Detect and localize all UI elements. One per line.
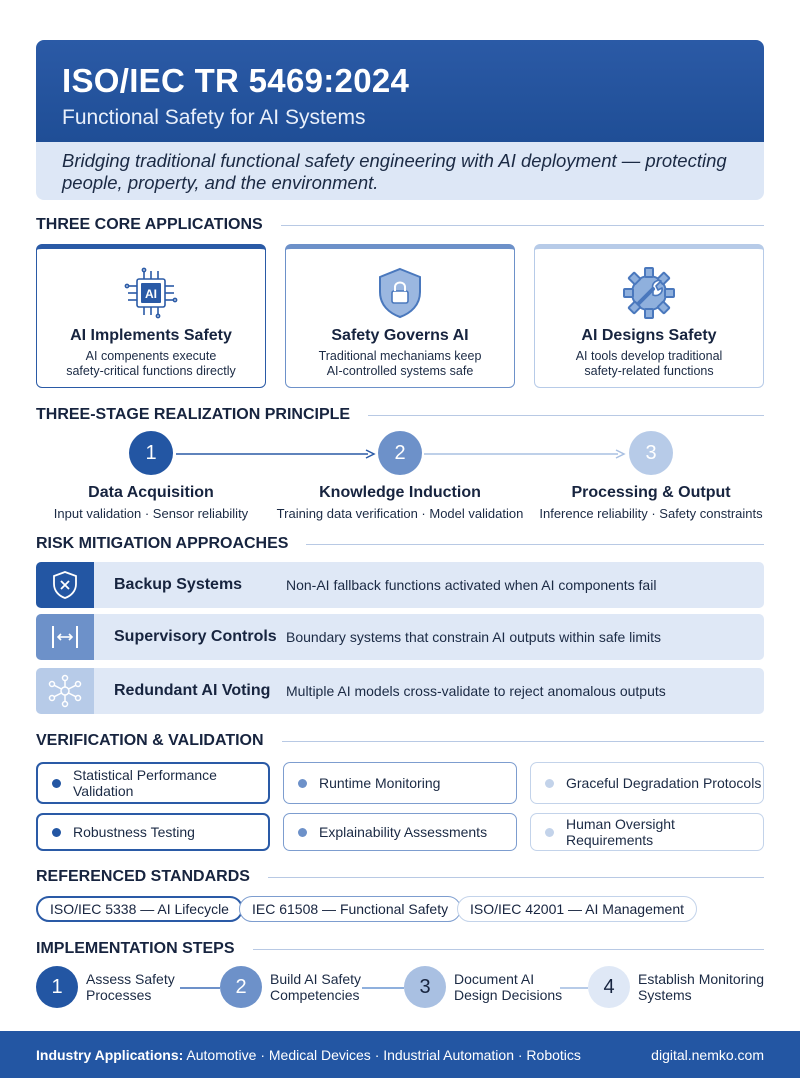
card-desc-line1: Traditional mechaniams keep	[318, 349, 482, 363]
stage-3-name: Processing & Output	[571, 484, 731, 501]
step-1-line1: Assess Safety	[86, 971, 175, 987]
bullet-dot	[298, 778, 307, 788]
card-title: Safety Governs AI	[331, 327, 469, 344]
step-4-line2: Systems	[638, 987, 692, 1003]
bullet-dot	[298, 827, 307, 837]
step-connector	[362, 987, 404, 989]
vv-label: Human Oversight Requirements	[566, 816, 675, 848]
step-connector	[560, 987, 588, 989]
stage-connectors	[176, 449, 626, 459]
card-desc-line2: safety-related functions	[584, 364, 714, 378]
boundary-arrows-icon	[36, 614, 94, 660]
footer-site-link[interactable]: digital.nemko.com	[651, 1046, 764, 1063]
stage-1-desc: Input validation · Sensor reliability	[53, 506, 249, 521]
stage-3-desc: Inference reliability · Safety constrain…	[539, 506, 763, 521]
footer: Industry Applications: Automotive · Medi…	[0, 1031, 800, 1078]
bullet-dot	[52, 778, 61, 788]
bullet-dot	[52, 827, 61, 837]
ai-chip-icon: AI	[37, 265, 265, 321]
standard-pill: ISO/IEC 5338 — AI Lifecycle	[36, 896, 243, 922]
verification-heading-text: VERIFICATION & VALIDATION	[36, 732, 264, 749]
vv-item: Explainability Assessments	[283, 813, 517, 851]
vv-label: Explainability Assessments	[319, 824, 488, 840]
ai-chip-label: AI	[145, 287, 157, 301]
card-safety-governs-ai: Safety Governs AI Traditional mechaniams…	[285, 244, 515, 388]
card-title: AI Designs Safety	[581, 327, 717, 344]
risk-heading: RISK MITIGATION APPROACHES	[36, 535, 764, 553]
core-applications-heading-text: THREE CORE APPLICATIONS	[36, 216, 263, 233]
risk-desc: Multiple AI models cross-validate to rej…	[286, 683, 666, 699]
steps-heading-text: IMPLEMENTATION STEPS	[36, 940, 235, 957]
standard-pill: IEC 61508 — Functional Safety	[239, 896, 462, 922]
standards-heading: REFERENCED STANDARDS	[36, 868, 764, 886]
tagline: Bridging traditional functional safety e…	[36, 142, 764, 200]
page-subtitle: Functional Safety for AI Systems	[62, 106, 366, 129]
vv-label: Robustness Testing	[73, 824, 195, 840]
step-1-number: 1	[36, 966, 78, 1008]
card-desc-line1: AI compenents execute	[85, 349, 217, 363]
bullet-dot	[545, 827, 554, 837]
standard-pill: ISO/IEC 42001 — AI Management	[457, 896, 698, 922]
vv-item: Robustness Testing	[36, 813, 270, 851]
step-4-line1: Establish Monitoring	[638, 971, 765, 987]
vv-label: Graceful Degradation Protocols	[566, 775, 762, 791]
standards-heading-text: REFERENCED STANDARDS	[36, 868, 250, 885]
card-ai-designs-safety: AI Designs Safety AI tools develop tradi…	[534, 244, 764, 388]
step-3-line1: Document AI	[454, 971, 535, 987]
card-title: AI Implements Safety	[70, 327, 232, 344]
risk-desc: Boundary systems that constrain AI outpu…	[286, 629, 662, 645]
page-title: ISO/IEC TR 5469:2024	[62, 62, 410, 99]
industry-applications: Industry Applications: Automotive · Medi…	[36, 1047, 581, 1063]
card-desc-line2: safety-critical functions directly	[66, 364, 236, 378]
stage-3-number: 3	[629, 431, 673, 475]
step-4-number: 4	[588, 966, 630, 1008]
footer-value: Automotive · Medical Devices · Industria…	[186, 1046, 581, 1063]
stage-2-desc: Training data verification · Model valid…	[276, 506, 524, 521]
step-2-line2: Competencies	[270, 987, 360, 1003]
vv-label: Runtime Monitoring	[319, 775, 441, 791]
risk-desc: Non-AI fallback functions activated when…	[286, 577, 657, 593]
step-connector	[180, 987, 220, 989]
card-ai-implements-safety: AI AI Implements Safety AI compenents ex…	[36, 244, 266, 388]
step-1-line2: Processes	[86, 987, 152, 1003]
step-3-line2: Design Decisions	[454, 987, 563, 1003]
risk-name: Redundant AI Voting	[114, 682, 271, 699]
gear-wrench-icon	[535, 265, 763, 321]
steps-heading: IMPLEMENTATION STEPS	[36, 940, 764, 958]
risk-heading-text: RISK MITIGATION APPROACHES	[36, 535, 289, 552]
shield-lock-icon	[286, 265, 514, 321]
stage-1-number: 1	[129, 431, 173, 475]
stage-1-name: Data Acquisition	[88, 484, 214, 501]
vv-label-line2: Validation	[73, 783, 134, 799]
realization-heading-text: THREE-STAGE REALIZATION PRINCIPLE	[36, 406, 351, 423]
core-applications-heading: THREE CORE APPLICATIONS	[36, 216, 764, 234]
vv-label-line1: Statistical Performance	[73, 767, 217, 783]
risk-row-redundant-ai-voting: Redundant AI Voting Multiple AI models c…	[36, 668, 764, 714]
risk-name: Backup Systems	[114, 576, 243, 593]
card-desc-line2: AI-controlled systems safe	[326, 364, 474, 378]
footer-label: Industry Applications:	[36, 1046, 184, 1063]
vv-item: Runtime Monitoring	[283, 762, 517, 804]
shield-x-icon	[36, 562, 94, 608]
risk-row-backup-systems: Backup Systems Non-AI fallback functions…	[36, 562, 764, 608]
header-banner: ISO/IEC TR 5469:2024 Functional Safety f…	[36, 40, 764, 142]
step-2-number: 2	[220, 966, 262, 1008]
verification-heading: VERIFICATION & VALIDATION	[36, 732, 764, 750]
step-2-line1: Build AI Safety	[270, 971, 362, 987]
risk-row-supervisory-controls: Supervisory Controls Boundary systems th…	[36, 614, 764, 660]
vv-item: Human Oversight Requirements	[530, 813, 764, 851]
stage-2-number: 2	[378, 431, 422, 475]
step-3-number: 3	[404, 966, 446, 1008]
stage-2-name: Knowledge Induction	[319, 484, 481, 501]
vv-item: Graceful Degradation Protocols	[530, 762, 764, 804]
network-nodes-icon	[36, 668, 94, 714]
realization-heading: THREE-STAGE REALIZATION PRINCIPLE	[36, 406, 764, 424]
bullet-dot	[545, 778, 554, 788]
card-desc-line1: AI tools develop traditional	[575, 349, 723, 363]
risk-name: Supervisory Controls	[114, 628, 277, 645]
